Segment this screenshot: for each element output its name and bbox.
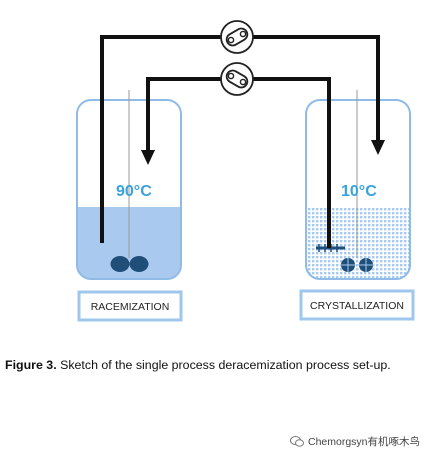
arrow-head-right-vessel <box>371 140 385 155</box>
pump-top-icon <box>220 20 254 54</box>
caption-text: Sketch of the single process deracemizat… <box>56 358 391 372</box>
temperature-left: 90°C <box>116 183 152 200</box>
figure-number: Figure 3. <box>5 358 57 372</box>
watermark: Chemorgsyn有机啄木鸟 <box>290 434 420 449</box>
stirrer-blade-right <box>341 258 373 272</box>
crystallization-label: CRYSTALLIZATION <box>310 300 404 312</box>
racemization-label: RACEMIZATION <box>91 301 170 313</box>
arrow-head-left-vessel <box>141 150 155 165</box>
racemization-vessel: 90°C <box>76 90 182 280</box>
vessel-outline-right <box>305 99 411 280</box>
pump-bottom-icon <box>220 62 254 96</box>
racemization-label-box: RACEMIZATION <box>77 290 183 322</box>
crystallization-vessel: 10°C <box>305 90 411 280</box>
wechat-icon <box>290 436 304 447</box>
crystallization-label-box: CRYSTALLIZATION <box>299 289 415 321</box>
stirrer-blade-left <box>110 256 149 272</box>
watermark-text: Chemorgsyn有机啄木鸟 <box>308 436 421 448</box>
temperature-right: 10°C <box>341 183 377 200</box>
figure-caption: Figure 3. Sketch of the single process d… <box>5 358 445 372</box>
suspension-right <box>306 207 410 279</box>
